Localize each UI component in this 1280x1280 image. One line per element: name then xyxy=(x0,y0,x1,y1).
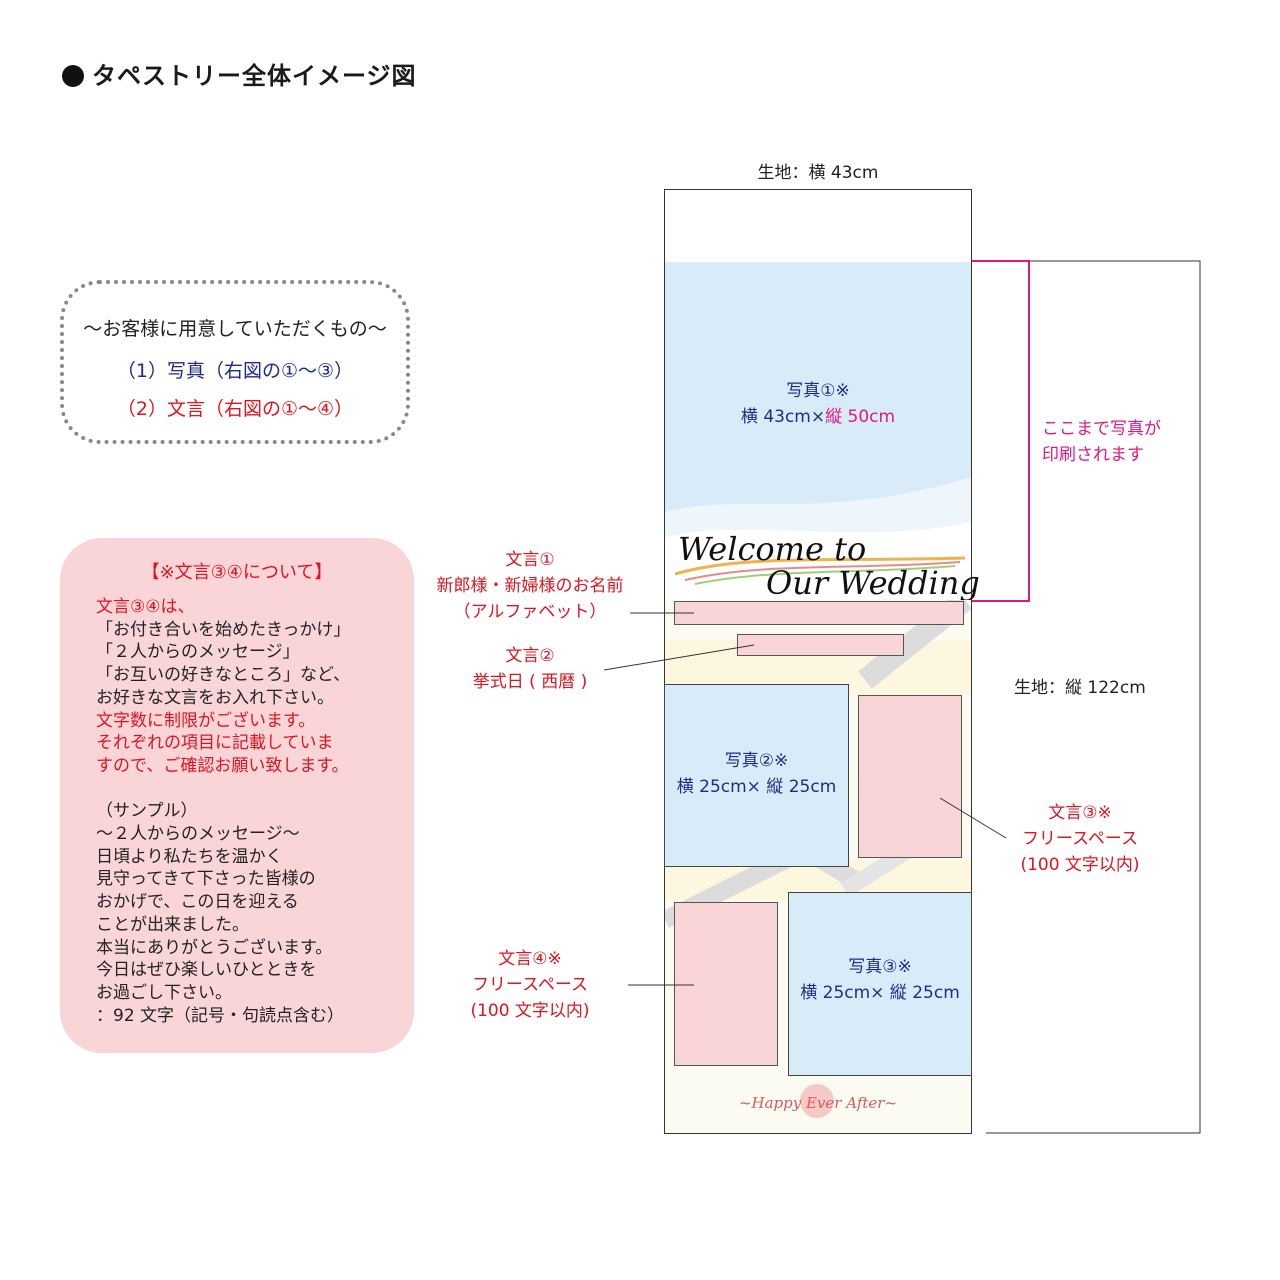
prep-box: 〜お客様に用意していただくもの〜 （1）写真（右図の①〜③） （2）文言（右図の… xyxy=(60,280,410,444)
tapestry-outline xyxy=(664,189,972,1134)
notes-line: 文言③④は、 xyxy=(96,597,195,617)
text2-box xyxy=(737,634,904,656)
notes-line: （サンプル） xyxy=(96,801,198,822)
text1-name: 文言① xyxy=(505,550,555,570)
height-label: 生地：縦 122cm xyxy=(1014,678,1146,698)
wave-decoration xyxy=(665,477,971,600)
prep-item-text: （2）文言（右図の①〜④） xyxy=(116,398,354,420)
photo2-label: 写真②※ 横 25cm× 縦 25cm xyxy=(664,748,849,800)
text4-box xyxy=(674,902,778,1066)
text4-line2: (100 文字以内) xyxy=(470,1001,590,1021)
notes-line: ことが出来ました。 xyxy=(96,914,249,935)
photo2-box xyxy=(664,684,849,867)
title-text: タペストリー全体イメージ図 xyxy=(92,62,417,90)
notes-line: 「お付き合いを始めたきっかけ」 xyxy=(96,619,351,640)
photo2-name: 写真②※ xyxy=(724,751,789,771)
text4-line1: フリースペース xyxy=(471,975,589,995)
fabric-frame xyxy=(972,260,1201,1134)
flower-icon xyxy=(800,1084,834,1118)
footer-script: ~Happy Ever After~ xyxy=(738,1094,898,1112)
text4-label: 文言④※ フリースペース (100 文字以内) xyxy=(440,946,620,1024)
text1-box xyxy=(674,601,964,625)
banner-line2: Our Wedding xyxy=(766,564,980,602)
text1-label: 文言① 新郎様・新婦様のお名前 （アルファベット） xyxy=(420,547,640,625)
text2-line1: 挙式日 ( 西暦 ) xyxy=(472,672,588,692)
photo1-height: 縦 50cm xyxy=(825,407,896,427)
photo3-box xyxy=(788,892,972,1076)
notes-line: 今日はぜひ楽しいひとときを xyxy=(96,960,317,981)
width-label: 生地：横 43cm xyxy=(757,163,879,183)
text3-leader xyxy=(939,797,1007,839)
photo1-label: 写真①※ 横 43cm×縦 50cm xyxy=(665,378,971,430)
notes-body: 文言③④は、「お付き合いを始めたきっかけ」「２人からのメッセージ」「お互いの好き… xyxy=(96,596,350,1027)
text4-name: 文言④※ xyxy=(498,949,562,969)
notes-line: ：92 文字（記号・句読点含む） xyxy=(96,1005,345,1026)
notes-line: すので、ご確認お願い致します。 xyxy=(96,755,349,776)
notes-line: 文字数に制限がございます。 xyxy=(96,710,316,731)
notes-line: 「お互いの好きなところ」など、 xyxy=(96,665,351,686)
photo3-size: 横 25cm× 縦 25cm xyxy=(800,983,960,1003)
notes-line: 本当にありがとうございます。 xyxy=(96,937,333,958)
prep-item-photo: （1）写真（右図の①〜③） xyxy=(116,360,354,382)
text2-leader xyxy=(603,644,755,671)
notes-line: 見守ってきて下さった皆様の xyxy=(96,869,316,890)
text3-label: 文言③※ フリースペース (100 文字以内) xyxy=(990,800,1170,878)
text3-line2: (100 文字以内) xyxy=(1020,855,1140,875)
text2-name: 文言② xyxy=(505,646,555,666)
prep-heading: 〜お客様に用意していただくもの〜 xyxy=(83,318,387,340)
notes-heading: 【※文言③④について】 xyxy=(141,562,333,583)
photo2-size: 横 25cm× 縦 25cm xyxy=(676,777,837,797)
notes-line: お過ごし下さい。 xyxy=(96,982,232,1003)
notes-line: 「２人からのメッセージ」 xyxy=(96,642,300,663)
banner-line1: Welcome to xyxy=(678,530,867,568)
photo1-name: 写真①※ xyxy=(786,381,850,401)
notes-line: お好きな文言をお入れ下さい。 xyxy=(96,687,334,708)
print-note-line1: ここまで写真が xyxy=(1042,419,1161,439)
text1-line1: 新郎様・新婦様のお名前 xyxy=(436,576,624,596)
notes-line: おかげで、この日を迎える xyxy=(96,892,299,913)
notes-line: 〜２人からのメッセージ〜 xyxy=(96,824,300,845)
print-note-line2: 印刷されます xyxy=(1042,445,1144,465)
photo3-label: 写真③※ 横 25cm× 縦 25cm xyxy=(788,954,972,1006)
text3-name: 文言③※ xyxy=(1048,803,1112,823)
photo3-name: 写真③※ xyxy=(848,957,912,977)
page-title: タペストリー全体イメージ図 xyxy=(62,56,417,91)
photo1-area xyxy=(665,262,971,600)
text3-box xyxy=(858,695,962,858)
photo1-width: 横 43cm× xyxy=(740,407,826,427)
notes-line: それぞれの項目に記載していま xyxy=(96,733,334,754)
text1-line2: （アルファベット） xyxy=(453,602,607,622)
print-note: ここまで写真が 印刷されます xyxy=(1042,416,1161,468)
notes-box: 【※文言③④について】 文言③④は、「お付き合いを始めたきっかけ」「２人からのメ… xyxy=(60,538,414,1053)
notes-line: 日頃より私たちを温かく xyxy=(96,846,283,867)
text2-label: 文言② 挙式日 ( 西暦 ) xyxy=(430,643,630,695)
text3-line1: フリースペース xyxy=(1021,829,1139,849)
bullet-icon xyxy=(62,65,84,87)
